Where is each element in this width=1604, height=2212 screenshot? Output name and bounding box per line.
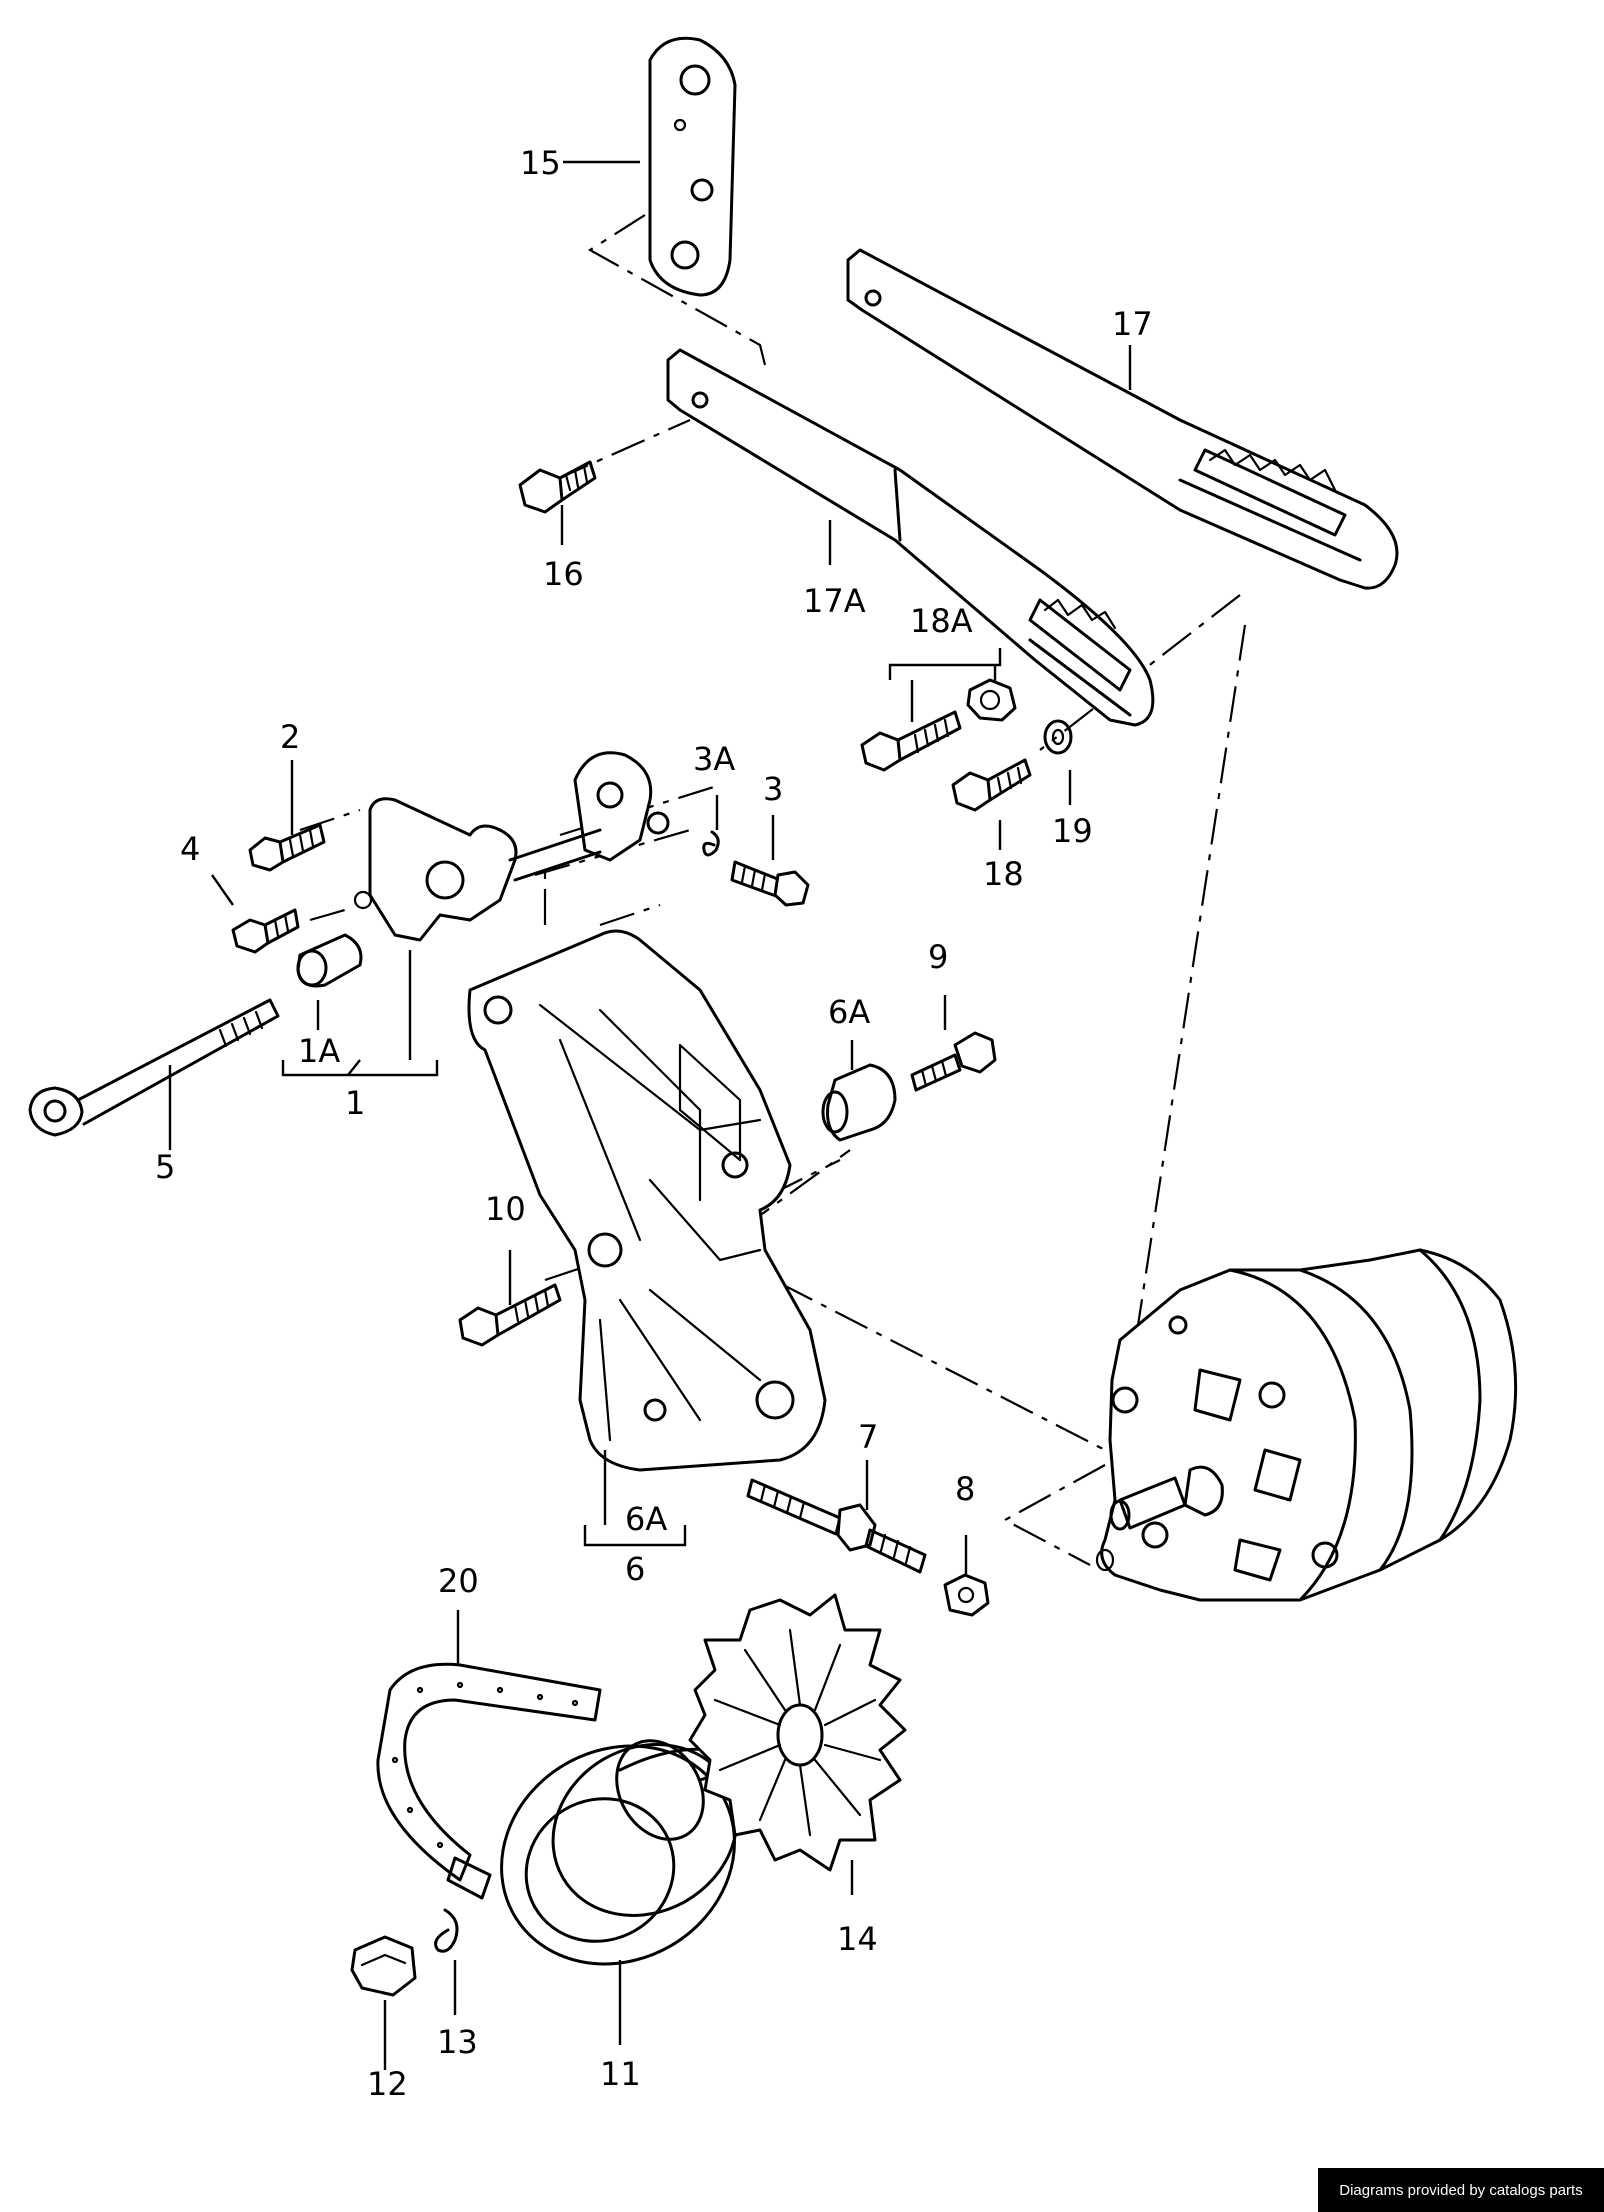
part-13-clip	[434, 1908, 459, 1953]
part-18A-bolt-nut	[860, 678, 1017, 772]
callout-6: 6	[625, 1550, 645, 1588]
alternator	[1095, 1248, 1518, 1602]
callout-18: 18	[983, 855, 1024, 893]
part-6-main-bracket	[467, 929, 827, 1472]
callout-19: 19	[1052, 812, 1093, 850]
callout-6A-top: 6A	[828, 993, 870, 1031]
callout-20: 20	[438, 1562, 479, 1600]
callout-4: 4	[180, 830, 200, 868]
credit-banner: Diagrams provided by catalogs parts	[1318, 2168, 1604, 2212]
part-6A-bush	[821, 1063, 897, 1142]
part-3-bolt	[730, 860, 810, 907]
part-5-long-bolt	[28, 998, 280, 1137]
part-2-bolt	[248, 823, 326, 872]
callout-7: 7	[858, 1418, 878, 1456]
callout-labels: 15 17 17A 16 18A 19 18 3A 3 2 4 1A 1 5 9…	[155, 144, 1153, 2103]
part-20-v-belt	[376, 1662, 602, 1900]
part-10-bolt	[458, 1283, 562, 1347]
callout-2: 2	[280, 718, 300, 756]
part-3A-clip	[702, 830, 720, 857]
callout-17A: 17A	[803, 582, 866, 620]
callout-9: 9	[928, 938, 948, 976]
callout-14: 14	[837, 1920, 878, 1958]
part-19-washer	[1043, 719, 1073, 755]
callout-3A: 3A	[693, 740, 735, 778]
part-11-pulley	[500, 1739, 739, 1966]
callout-10: 10	[485, 1190, 526, 1228]
leader-lines	[168, 160, 1132, 2070]
callout-1: 1	[345, 1084, 365, 1122]
callout-6A-bottom: 6A	[625, 1500, 667, 1538]
part-17A-bracket	[666, 348, 1155, 727]
part-9-bolt	[910, 1031, 997, 1092]
callout-1A: 1A	[298, 1032, 340, 1070]
callout-3: 3	[763, 770, 783, 808]
callout-13: 13	[437, 2023, 478, 2061]
callout-15: 15	[520, 144, 561, 182]
callout-17: 17	[1112, 305, 1153, 343]
part-1A-bush	[296, 933, 363, 988]
callout-8: 8	[955, 1470, 975, 1508]
part-8-nut	[943, 1573, 990, 1617]
callout-18A: 18A	[910, 602, 973, 640]
callout-11: 11	[600, 2055, 641, 2093]
part-17-bracket	[846, 248, 1399, 590]
part-7-stud	[746, 1478, 927, 1574]
part-12-nut	[350, 1935, 417, 1997]
part-1-bracket	[353, 751, 670, 942]
callout-16: 16	[543, 555, 584, 593]
part-15-plate	[648, 36, 737, 297]
part-4-bolt	[231, 908, 300, 954]
part-16-bolt	[518, 460, 597, 514]
callout-12: 12	[367, 2065, 408, 2103]
part-14-fan	[688, 1593, 907, 1872]
part-18-bolt	[951, 758, 1032, 812]
callout-5: 5	[155, 1148, 175, 1186]
